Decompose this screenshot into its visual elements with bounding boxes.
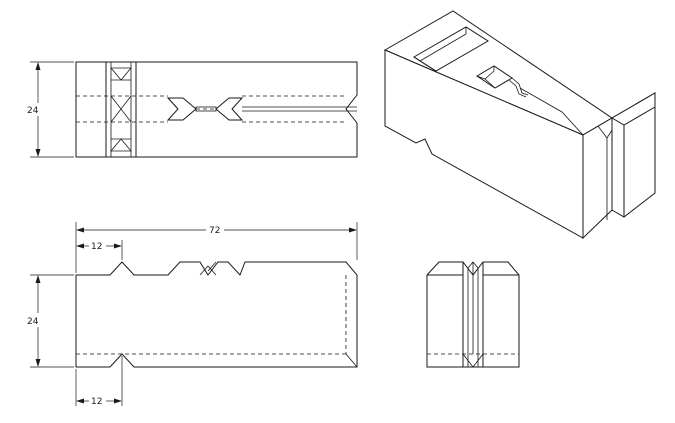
isometric-view <box>383 10 656 240</box>
front-view-outline <box>75 261 358 368</box>
side-view <box>426 261 520 368</box>
front-view-length-dim: 72 <box>209 226 220 236</box>
front-view-top-offset-dim: 12 <box>91 242 102 252</box>
top-view-pocket-left <box>166 97 197 121</box>
iso-right-face <box>582 117 613 240</box>
top-view-pocket-right <box>215 97 244 121</box>
top-view-height-dim: 24 <box>27 106 39 116</box>
top-view: 24 <box>27 61 358 158</box>
front-view-height-dim: 24 <box>27 317 39 327</box>
front-view: 72 12 24 12 <box>27 222 358 407</box>
front-view-bottom-offset-dim: 12 <box>91 397 102 407</box>
top-view-cross-groove <box>105 61 137 158</box>
